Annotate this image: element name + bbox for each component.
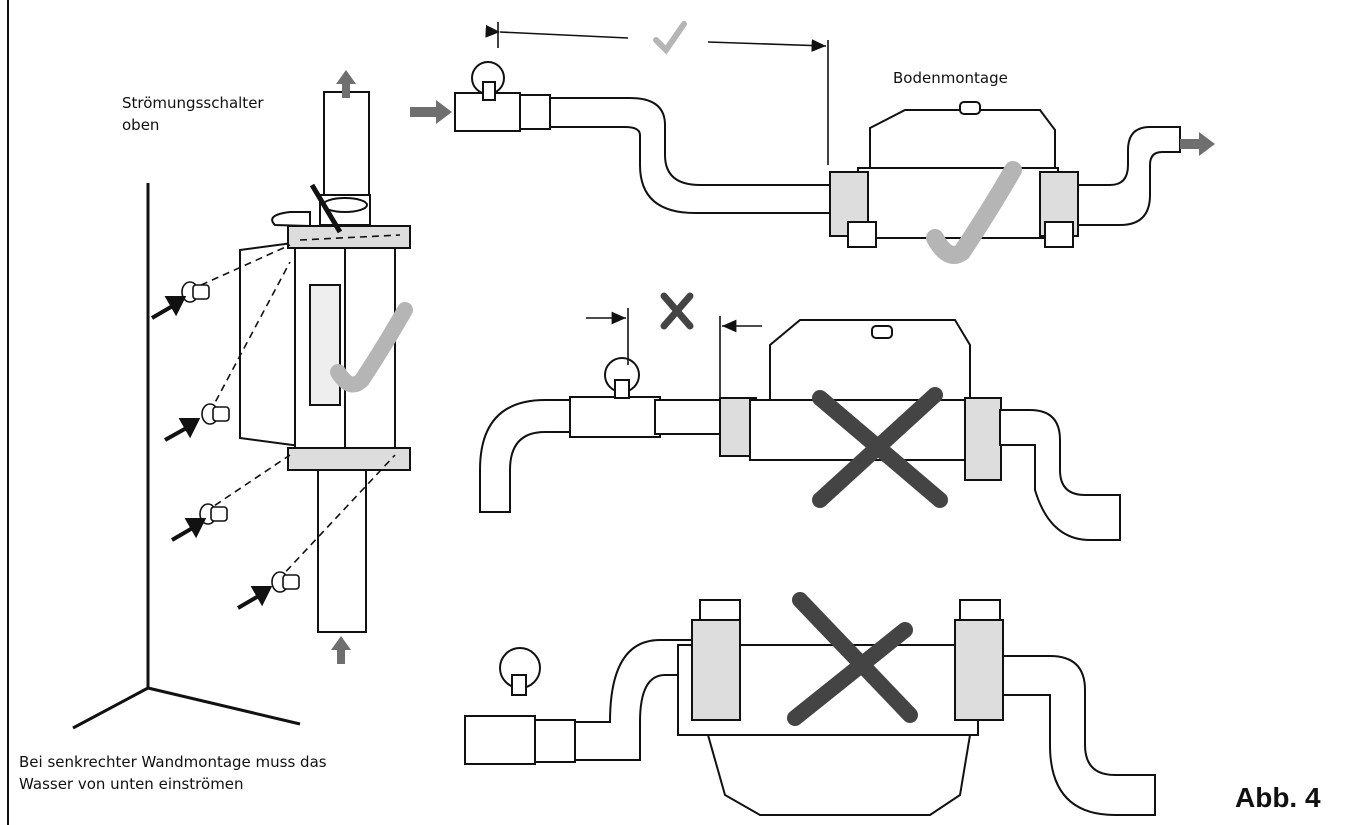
upside-down-assembly (464, 599, 1156, 816)
wall-mount-note: Bei senkrechter Wandmontage muss das Was… (19, 752, 439, 796)
vertical-mount-heater (239, 91, 411, 633)
heater-top-cover (869, 109, 1056, 176)
floor-mount-assembly (454, 61, 1181, 248)
wall-screws (181, 234, 401, 593)
correct-tick-floor (926, 161, 1022, 264)
wrong-cross-bottom (787, 592, 918, 726)
flow-arrow-inlet-top (410, 100, 452, 124)
too-close-assembly (479, 319, 1121, 541)
flow-arrow-up-top (336, 70, 356, 98)
correct-tick-vertical (330, 302, 413, 393)
wrong-cross-middle (812, 387, 948, 508)
flow-switch-top-line1: Strömungsschalter (122, 94, 264, 112)
heater-cover-inverted (706, 734, 972, 816)
correct-tick-small (653, 21, 687, 55)
floor-mount-label: Bodenmontage (893, 69, 1008, 87)
valve-body-bottom (464, 715, 536, 765)
wall-corner (72, 183, 301, 730)
clamp-bottom (287, 447, 411, 471)
wall-mount-note-line1: Bei senkrechter Wandmontage muss das (19, 753, 327, 771)
flow-arrow-up-bottom (331, 636, 351, 664)
flow-arrow-outlet-top (1180, 132, 1215, 156)
pipe-vertical-top (323, 91, 370, 211)
dimension-line-top (485, 22, 829, 165)
wrong-cross-small (660, 292, 694, 330)
flow-switch-top-label: Strömungsschalter oben (122, 93, 322, 137)
valve-body-middle (569, 396, 661, 438)
screw-arrows (150, 296, 273, 610)
pipe-vertical-bottom (317, 469, 367, 633)
heater-side-panel (239, 240, 301, 448)
flow-switch-top-line2: oben (122, 115, 160, 134)
dimension-line-middle (586, 308, 762, 400)
figure-number: Abb. 4 (1235, 782, 1321, 813)
wall-mount-note-line2: Wasser von unten einströmen (19, 774, 244, 793)
